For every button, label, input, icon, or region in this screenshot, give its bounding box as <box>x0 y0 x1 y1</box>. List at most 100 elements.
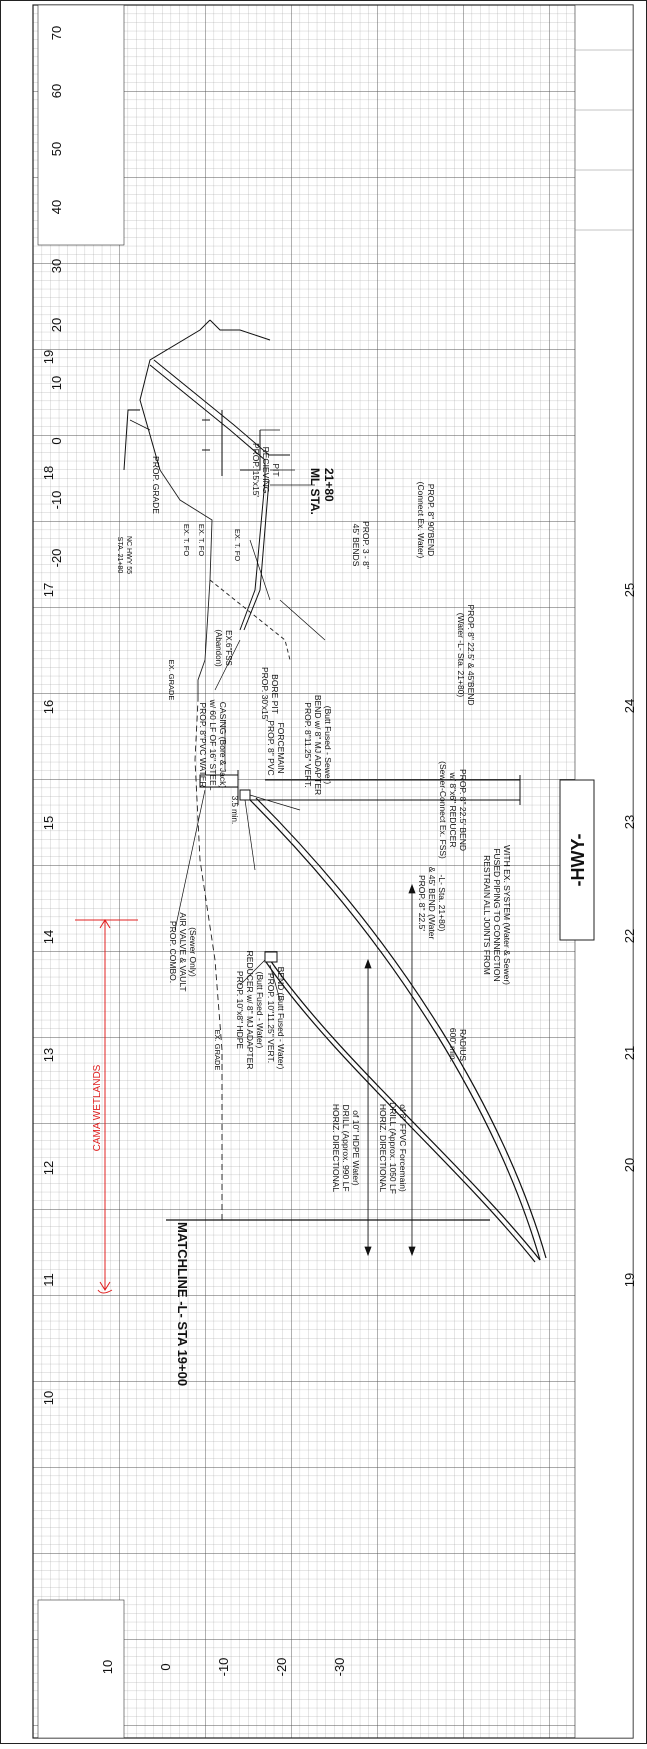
label-vert-bend-sewer: (Butt Fused - Sewer) <box>323 706 333 785</box>
station-number-right: 19 <box>622 1273 637 1287</box>
label-combo-valve: AIR VALVE & VAULT <box>178 912 188 991</box>
label-pvc-forcemain: FORCEMAIN <box>276 723 286 774</box>
label-receiving-pit: PROP. 15'x15' <box>251 443 261 497</box>
label-hdd-sewer: DRILL (Approx. 1050 LF <box>388 1102 398 1194</box>
station-number: 10 <box>41 1391 56 1405</box>
matchline: MATCHLINE -L- STA 19+00 <box>166 1219 490 1386</box>
wetlands-limit: CAMA WETLANDS <box>75 919 138 1294</box>
label-ex-tfo: EX. T. FO <box>197 524 206 557</box>
label-ex-fss: (Abandon) <box>214 629 223 667</box>
label-hdd-water: DRILL (Approx. 990 LF <box>341 1104 351 1191</box>
label-bore-pit: BORE PIT <box>270 674 280 714</box>
label-restrain: WITH EX. SYSTEM (Water & Sewer) <box>502 845 512 985</box>
label-ex-tfo: EX. T. FO <box>233 529 242 562</box>
existing-grade <box>159 469 291 1220</box>
label-bend-90: (Connect Ex. Water) <box>416 482 426 559</box>
label-vert-bend-water: PROP. 10"11.25" VERT. <box>266 973 276 1063</box>
elevation-label-right: 40 <box>49 200 64 214</box>
label-ex-tfo: EX. T. FO <box>182 524 191 557</box>
grid <box>32 4 634 1739</box>
label-bend-45-water: & 45' BEND (Water <box>427 867 437 940</box>
station-number: 15 <box>41 816 56 830</box>
matchline-label: MATCHLINE -L- STA 19+00 <box>175 1222 190 1386</box>
label-bend-45-water: PROP. 8" 22.5' <box>417 875 427 931</box>
station-number-right: 23 <box>622 815 637 829</box>
station-number: 12 <box>41 1161 56 1175</box>
label-bend-45-water2: (Water -L- Sta. 21+80) <box>456 613 466 698</box>
label-hdd-sewer: HORIZ. DIRECTIONAL <box>378 1104 388 1193</box>
label-pvc-water: CASING (Bore & Jack) <box>218 702 228 789</box>
label-ex-grade-right: EX. GRADE <box>167 660 176 701</box>
station-number-right: 25 <box>622 583 637 597</box>
label-combo-valve: (Sewer Only) <box>188 927 198 977</box>
label-receiving-pit: PIT <box>271 463 281 476</box>
elevation-label-left: -20 <box>274 1658 289 1677</box>
station-number: 17 <box>41 583 56 597</box>
label-vert-bend-sewer: PROP. 8"11.25" VERT. <box>303 702 313 787</box>
station-number: 13 <box>41 1048 56 1062</box>
bore-and-receiving-pits <box>123 319 290 631</box>
elevation-label-right: -20 <box>49 549 64 568</box>
elevation-label-right: 0 <box>49 437 64 444</box>
elevation-label-left: -30 <box>332 1658 347 1677</box>
hdd-pipes <box>249 797 547 1263</box>
label-bends-45: PROP. 3 - 8" <box>361 521 371 569</box>
label-hdpe-reducer: REDUCER w/ 8" MJ ADAPTER <box>245 951 255 1070</box>
label-bend-22-sewer: (Sewer-Connect Ex. FSS) <box>438 761 448 859</box>
label-min-cover: 3.5 min. <box>230 796 239 824</box>
station-number: 16 <box>41 700 56 714</box>
ml-sta-line2: 21+80 <box>322 468 336 502</box>
station-number-right: 21 <box>622 1046 637 1060</box>
elevation-band-left-bottom <box>37 1599 125 1739</box>
elevation-label-left: 10 <box>100 1660 115 1674</box>
label-nc-hwy: NC HWY 55 <box>125 536 132 574</box>
label-hdpe-reducer: (Butt Fused - Water) <box>255 972 265 1049</box>
label-pvc-water: PROP. 8"PVC WATER <box>198 702 208 787</box>
station-number: 19 <box>41 350 56 364</box>
label-hdpe-reducer: PROP. 10"x8" HDPE <box>235 971 245 1049</box>
elevation-band-left-top <box>37 4 125 246</box>
elevation-label-right: 10 <box>49 376 64 390</box>
elevation-label-right: -10 <box>49 491 64 510</box>
elevation-label-right: 20 <box>49 318 64 332</box>
label-combo-valve: PROP. COMBO. <box>168 921 178 983</box>
label-pvc-forcemain: PROP. 8" PVC <box>266 720 276 775</box>
label-hdd-water: of 10" HDPE Water) <box>351 1110 361 1186</box>
label-pvc-water: w/ 60 LF OF 16" STEEL <box>208 699 218 791</box>
label-ex-fss: EX.6"FSS <box>224 630 233 666</box>
label-bend-90: PROP. 8" 90'BEND <box>426 484 436 557</box>
label-ex-grade-left: EX. GRADE <box>213 1030 222 1071</box>
station-number: 14 <box>41 930 56 944</box>
label-bend-22-sewer: PROP. 8" 22.5' BEND <box>458 769 468 851</box>
band-ticks <box>575 49 633 231</box>
label-bend-45-water2: PROP. 8" 22.5' & 45'BEND <box>466 604 476 705</box>
station-labels: 10 11 12 13 14 15 16 17 18 19 <box>41 350 56 1405</box>
sheet-label: -HWY- <box>559 779 595 941</box>
label-prop-grade: PROP. GRADE <box>151 456 161 514</box>
leader-lines <box>129 419 520 1001</box>
label-nc-hwy: STA. 21+80 <box>116 537 123 574</box>
station-number: 11 <box>41 1273 56 1287</box>
station-number: 18 <box>41 466 56 480</box>
annotation-labels: PROP. COMBO.AIR VALVE & VAULT(Sewer Only… <box>116 443 512 1194</box>
station-number-right: 24 <box>622 699 637 713</box>
label-restrain: FUSED PIPING TO CONNECTION <box>492 848 502 981</box>
elevation-label-right: 50 <box>49 142 64 156</box>
elevation-label-right: 70 <box>49 26 64 40</box>
label-hdd-sewer: of 8" FPVC Forcemain) <box>398 1104 408 1192</box>
hdd-dimensions <box>364 883 416 1257</box>
label-hdd-water: HORIZ. DIRECTIONAL <box>331 1104 341 1193</box>
elevation-label-left: -10 <box>216 1658 231 1677</box>
label-bends-45: 45' BENDS <box>351 524 361 567</box>
fittings <box>199 770 521 963</box>
station-number-right: 20 <box>622 1158 637 1172</box>
label-bend-22-sewer: w/ 8"x6" REDUCER <box>448 772 458 848</box>
elevation-label-right: 60 <box>49 84 64 98</box>
label-receiving-pit: RECIEVING <box>261 447 271 494</box>
label-bend-45-water: -L- Sta. 21+80) <box>437 875 447 932</box>
